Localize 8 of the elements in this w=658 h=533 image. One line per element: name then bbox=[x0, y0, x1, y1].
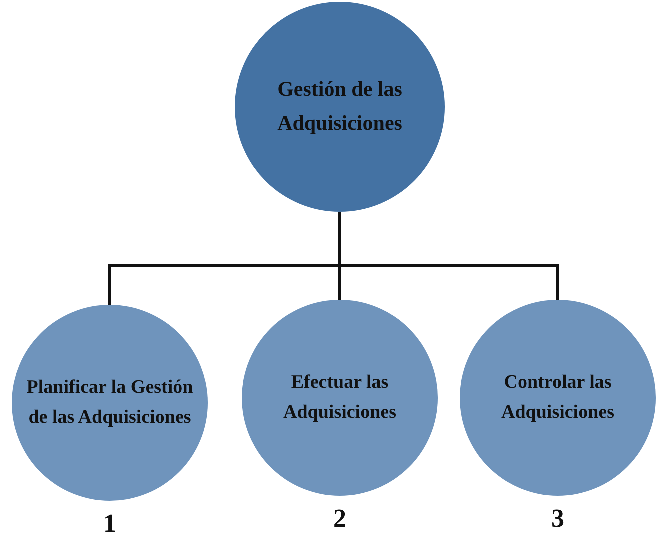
node-label: Controlar las Adquisiciones bbox=[500, 370, 616, 425]
step-number: 1 bbox=[102, 511, 118, 533]
connector-line bbox=[338, 212, 560, 300]
node-label: Gestión de las Adquisiciones bbox=[276, 76, 404, 137]
step-number: 3 bbox=[550, 506, 566, 532]
node-label: Efectuar las Adquisiciones bbox=[282, 370, 398, 425]
node-label: Planificar la Gestión de las Adquisiciones bbox=[26, 376, 194, 430]
step-number: 2 bbox=[332, 506, 348, 532]
